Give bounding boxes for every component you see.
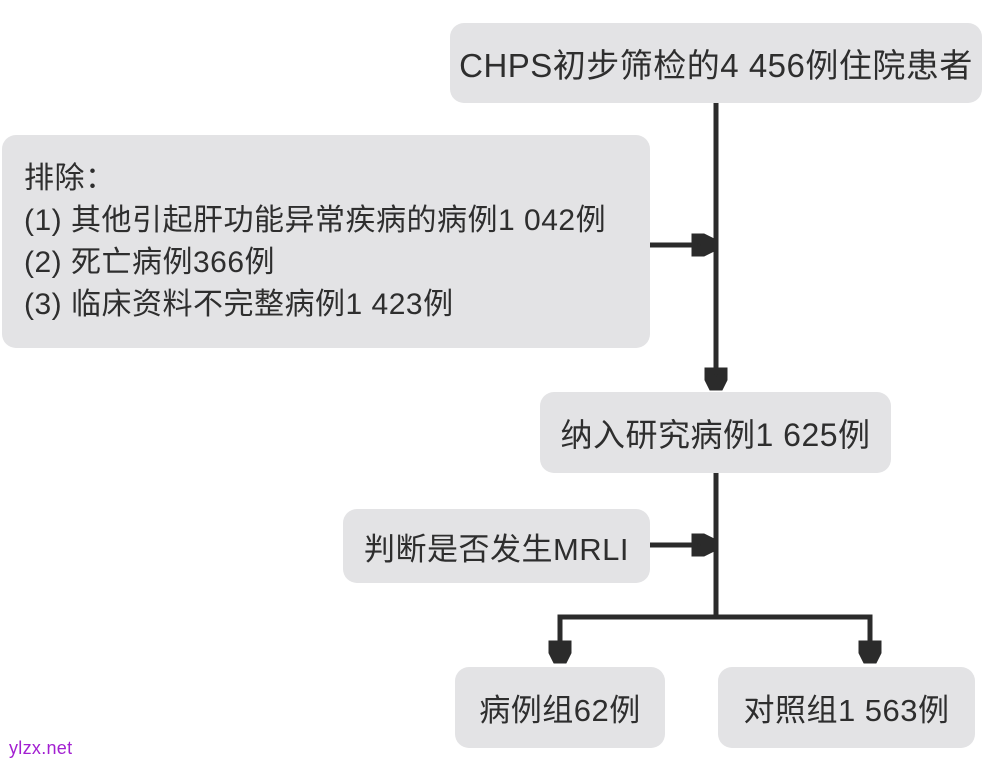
node-case-group-label: 病例组62例 [479, 693, 641, 728]
node-screened-patients-label: CHPS初步筛检的4 456例住院患者 [459, 47, 973, 84]
node-control-group: 对照组1 563例 [718, 667, 975, 748]
exclusion-item-2: (2) 死亡病例366例 [24, 245, 276, 279]
node-judge-mrli: 判断是否发生MRLI [343, 509, 650, 583]
node-screened-patients: CHPS初步筛检的4 456例住院患者 [450, 23, 982, 103]
exclusion-item-3: (3) 临床资料不完整病例1 423例 [24, 287, 454, 321]
exclusion-heading: 排除： [24, 161, 116, 195]
node-exclusion-criteria: 排除： (1) 其他引起肝功能异常疾病的病例1 042例 (2) 死亡病例366… [2, 135, 650, 348]
node-case-group: 病例组62例 [455, 667, 665, 748]
node-included-cases: 纳入研究病例1 625例 [540, 392, 891, 473]
watermark-text: ylzx.net [9, 738, 73, 758]
node-judge-mrli-label: 判断是否发生MRLI [363, 531, 630, 567]
node-included-cases-label: 纳入研究病例1 625例 [560, 416, 871, 453]
exclusion-item-1: (1) 其他引起肝功能异常疾病的病例1 042例 [24, 203, 607, 237]
node-control-group-label: 对照组1 563例 [743, 693, 950, 728]
